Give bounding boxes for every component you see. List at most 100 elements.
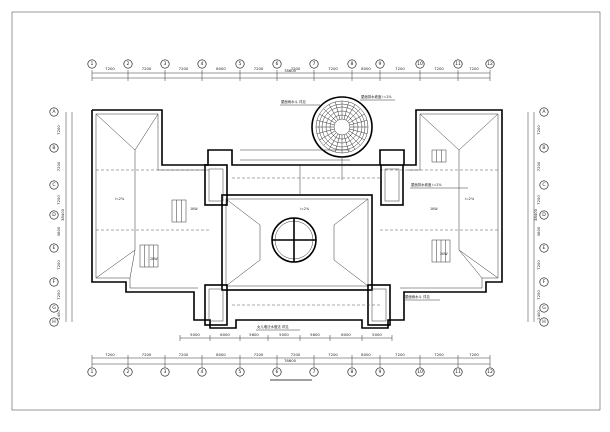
axis-bubble-top: 6 [272, 59, 282, 69]
left-dim-segment: 2400 [56, 310, 61, 320]
top-dim-segment: 8000 [216, 66, 226, 71]
axis-bubble-right: D [539, 210, 549, 220]
axis-bubble-top: 2 [123, 59, 133, 69]
callout-note-3: 屋面排水坡度 i=2% [411, 182, 442, 187]
inner-dim-segment: 5000 [190, 332, 200, 337]
right-dim-segment: 3600 [536, 226, 541, 236]
bottom-dim-segment: 7200 [469, 352, 479, 357]
room-label-1: 1KW [190, 207, 198, 211]
bottom-total-dimension: 78600 [284, 358, 297, 363]
axis-bubble-right: E [539, 243, 549, 253]
axis-bubble-top: 10 [415, 59, 425, 69]
axis-bubble-top: 1 [87, 59, 97, 69]
axis-bubble-top: 11 [453, 59, 463, 69]
top-dim-segment: 7200 [328, 66, 338, 71]
bottom-dim-segment: 7200 [179, 352, 189, 357]
room-label-3: 1KW [430, 207, 438, 211]
left-total-dimension: 38400 [60, 208, 65, 221]
svg-text:5: 5 [239, 61, 242, 67]
right-dim-segment: 7200 [536, 125, 541, 135]
svg-text:1: 1 [91, 61, 94, 67]
top-dim-segment: 7200 [105, 66, 115, 71]
right-dimension-chain: 38400 [527, 112, 538, 322]
svg-text:F: F [543, 279, 546, 285]
left-dim-segment: 7200 [56, 260, 61, 270]
svg-text:11: 11 [455, 369, 461, 375]
axis-bubble-top: 4 [197, 59, 207, 69]
svg-text:9: 9 [379, 61, 382, 67]
svg-text:3: 3 [164, 61, 167, 67]
axis-bubble-left: G [49, 303, 59, 313]
svg-text:H: H [52, 319, 55, 325]
inner-dim-segment: 6000 [341, 332, 351, 337]
svg-text:F: F [53, 279, 56, 285]
inner-dim-segment: 5600 [310, 332, 320, 337]
svg-text:7: 7 [313, 61, 316, 67]
top-dim-segment: 7200 [395, 66, 405, 71]
right-dim-segment: 7200 [536, 290, 541, 300]
upper-rotunda [311, 96, 373, 180]
axis-bubble-bottom: 5 [235, 367, 245, 377]
bottom-dim-segment: 7200 [105, 352, 115, 357]
left-dim-segment: 3600 [56, 226, 61, 236]
inner-dim-segment: 5600 [249, 332, 259, 337]
room-label-2: 2KW [150, 257, 158, 261]
svg-text:6: 6 [276, 369, 279, 375]
axis-bubble-left: F [49, 277, 59, 287]
right-dim-segment: 2400 [536, 310, 541, 320]
room-label-4: 2KW [440, 252, 448, 256]
top-total-dimension: 78600 [284, 68, 297, 73]
axis-bubble-right: A [539, 107, 549, 117]
axis-bubble-right: G [539, 303, 549, 313]
svg-text:C: C [52, 182, 55, 188]
slope-note-2: i=2% [465, 197, 475, 201]
right-total-dimension: 38400 [533, 208, 538, 221]
axis-bubble-top: 3 [160, 59, 170, 69]
left-dim-segment: 7200 [56, 290, 61, 300]
axis-bubble-bottom: 8 [347, 367, 357, 377]
callout-note-4: 屋面雨水斗 详见 [405, 294, 430, 299]
svg-text:G: G [52, 305, 56, 311]
left-wing-roof [95, 113, 210, 279]
svg-text:11: 11 [455, 61, 461, 67]
right-dim-segment: 7200 [536, 195, 541, 205]
top-dim-segment: 7200 [254, 66, 264, 71]
inner-dim-segment: 5000 [279, 332, 289, 337]
axis-bubble-left: C [49, 180, 59, 190]
axis-bubble-top: 7 [309, 59, 319, 69]
axis-bubble-left: E [49, 243, 59, 253]
svg-text:A: A [52, 109, 56, 115]
svg-text:8: 8 [351, 61, 354, 67]
svg-text:10: 10 [417, 61, 423, 67]
axis-bubble-top: 12 [485, 59, 495, 69]
right-dim-segment: 7200 [536, 260, 541, 270]
axis-bubble-bottom: 9 [375, 367, 385, 377]
axis-bubble-left: H [49, 317, 59, 327]
svg-text:D: D [542, 212, 546, 218]
svg-text:D: D [52, 212, 56, 218]
slope-note-1: i=2% [115, 197, 125, 201]
svg-text:5: 5 [239, 369, 242, 375]
svg-text:B: B [52, 145, 55, 151]
right-dim-segment: 7200 [536, 161, 541, 171]
axis-bubble-right: H [539, 317, 549, 327]
svg-text:8: 8 [351, 369, 354, 375]
axis-bubble-left: B [49, 143, 59, 153]
bottom-dim-segment: 7200 [434, 352, 444, 357]
axis-bubble-right: B [539, 143, 549, 153]
inner-dim-segment: 5000 [372, 332, 382, 337]
drawing-frame [11, 11, 601, 411]
top-dim-segment: 7200 [434, 66, 444, 71]
svg-text:12: 12 [487, 61, 493, 67]
top-dim-segment: 7200 [469, 66, 479, 71]
axis-bubble-left: A [49, 107, 59, 117]
axis-bubble-left: D [49, 210, 59, 220]
central-spine [232, 149, 380, 306]
axis-bubble-bottom: 10 [415, 367, 425, 377]
room-labels: 1KW 2KW 1KW 2KW [150, 207, 448, 261]
left-dim-segment: 7200 [56, 161, 61, 171]
svg-text:4: 4 [201, 61, 204, 67]
